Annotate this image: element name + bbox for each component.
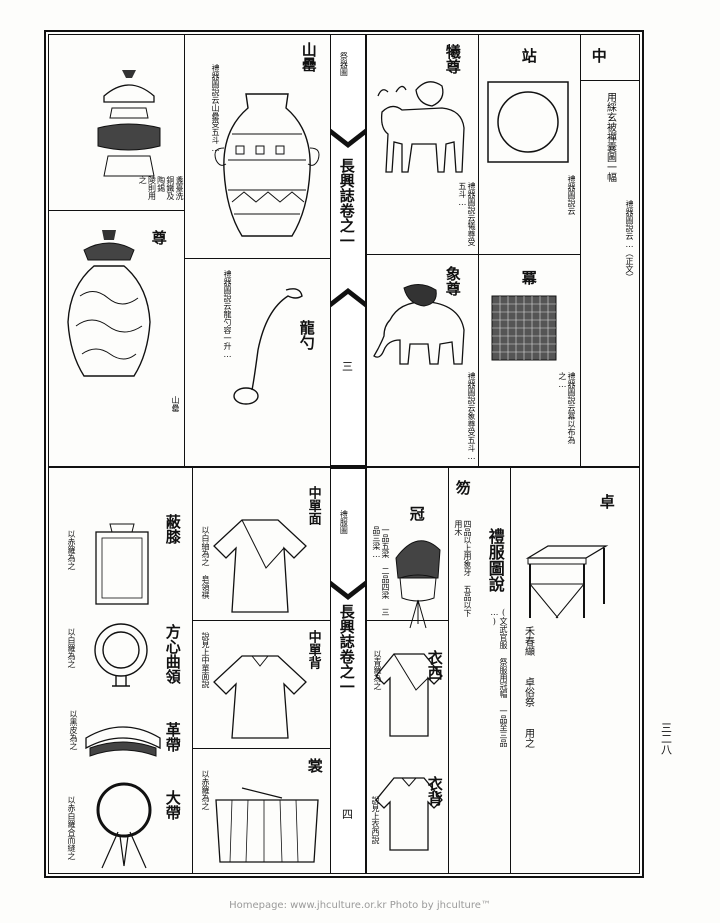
col-line [366, 468, 367, 874]
zun-vase-figure [67, 230, 151, 377]
mi-cloth-figure [491, 295, 557, 361]
row-line [366, 254, 580, 255]
fold-sub-label: 祭器圖 [339, 52, 349, 76]
zhong-caption: 用綵玄被襌囊圖一幅 [604, 92, 616, 182]
xiangzun-text: 禮器圖說云象尊受五斗… [467, 372, 476, 461]
yibei-text: 說見上衣西說 [371, 796, 380, 844]
col-line [580, 34, 581, 466]
zhan-title: 站 [519, 48, 538, 63]
zun-captions-top: 盞臺洗 銅鐵及陶錫 陵則用之 [54, 176, 184, 206]
fold-title: 長興誌卷之一 [337, 604, 356, 694]
xiangzun-title: 象尊 [443, 266, 462, 296]
bixi-title: 蔽膝 [163, 514, 182, 544]
zun-title: 尊 [149, 230, 168, 245]
zhong-text: 禮器圖說云…（正文） [625, 200, 634, 281]
fish-tail-mark [330, 288, 366, 308]
dadai-text: 以赤白羅合而縫之 [67, 796, 76, 860]
zhongdan-bei-text: 說見上中單面說 [201, 632, 210, 688]
guan-hat-figure [395, 540, 441, 629]
zhuo-caption-b: 卓俗祭 [522, 677, 534, 707]
yibei-robe-figure [375, 777, 443, 851]
shanlei-jar-figure [214, 93, 320, 237]
mi-title: 冪 [519, 270, 538, 285]
zhong-title: 中 [589, 48, 608, 63]
fish-tail-mark [330, 580, 366, 600]
row-line [580, 80, 640, 81]
gedai-title: 革帶 [163, 722, 182, 752]
lid-vessel-figure [97, 70, 161, 177]
zun-caption-a: 盞臺洗 [175, 176, 184, 200]
col-line [192, 468, 193, 874]
shang-title: 裳 [305, 758, 324, 773]
xizun-text: 禮器圖說云犧尊受五斗… [457, 182, 476, 246]
longshao-ladle-figure [233, 288, 303, 405]
dadai-sash-figure [96, 782, 152, 869]
longshao-title: 龍勺 [297, 320, 316, 350]
zun-caption-d: 山罍 [171, 396, 180, 412]
fangxin-collar-figure [94, 623, 148, 687]
col-line [510, 468, 511, 874]
row-line [184, 258, 330, 259]
wu-text: 四品以上用象牙 五品以下用木 [453, 520, 472, 617]
zun-caption-c: 陵則用之 [138, 176, 157, 200]
longshao-text: 禮器圖說云龍勺容一升… [223, 270, 232, 359]
zhongdan-text: 以白紬為之 皂領襈 [201, 526, 210, 599]
zun-captions-bottom: 山罍 [80, 396, 180, 462]
xizun-ox-figure [377, 81, 465, 173]
gedai-text: 以黑皮為之 [69, 710, 78, 750]
zhuo-table-figure [525, 545, 609, 619]
shanlei-text: 禮器圖說云山罍受五斗… [211, 64, 220, 153]
wu-title: 笏 [453, 480, 472, 495]
zhongdan-title: 中單面 [305, 486, 321, 525]
fish-tail-mark [330, 128, 366, 148]
zhan-text: 禮器圖說云 [567, 175, 576, 215]
xiangzun-elephant-figure [373, 284, 465, 365]
yixi-text: 以青羅為之 [373, 650, 382, 690]
fold-column-top [330, 34, 366, 466]
row-line [192, 620, 330, 621]
footer-credit: Homepage: www.jhculture.or.kr Photo by j… [229, 900, 491, 911]
col-line [184, 34, 185, 466]
zhan-circle-figure [487, 81, 569, 163]
shang-skirt-figure [215, 787, 319, 863]
fangxin-text: 以白羅為之 [67, 628, 76, 668]
outer-frame [44, 30, 644, 878]
mi-text: 禮器圖說云冪以布為之… [557, 372, 576, 444]
half-divider [48, 466, 640, 468]
shanlei-title: 山罍 [299, 42, 318, 72]
zhuo-caption-a: 禾春纈 [522, 626, 534, 656]
lifu-text: (文武官服 祭服用冠帽 一品至三品 …) [489, 608, 508, 747]
bixi-text: 以赤羅為之 [67, 530, 76, 570]
shang-text: 以赤羅為之 [201, 770, 210, 810]
row-line [48, 210, 184, 211]
zun-caption-b: 銅鐵及陶錫 [156, 176, 175, 200]
bixi-figure [95, 523, 149, 605]
fangxin-title: 方心曲領 [163, 624, 182, 684]
guan-text: 一品五梁 二品四梁 三品三梁… [371, 526, 390, 616]
lifu-title: 禮服圖說 [485, 528, 505, 592]
col-line [478, 34, 479, 466]
page-number: 三二八 [659, 722, 673, 755]
zhuo-caption-c: 用之 [522, 728, 534, 748]
zhongdan-bei-title: 中單背 [305, 630, 321, 669]
zhongdan-bei-robe-figure [213, 655, 307, 739]
zhuo-captions: 禾春纈 卓俗祭 用之 [522, 626, 534, 748]
gedai-belt-figure [85, 726, 161, 757]
row-line [366, 620, 448, 621]
zhongdan-robe-figure [213, 519, 307, 613]
col-line [366, 34, 367, 466]
yixi-robe-figure [375, 653, 443, 737]
fold-folio: 三 [342, 360, 353, 373]
fold-sub-label: 禮服圖 [339, 510, 349, 534]
guan-title: 冠 [407, 506, 426, 521]
fold-title: 長興誌卷之一 [337, 158, 356, 248]
dadai-title: 大帶 [163, 790, 182, 820]
fold-column-bottom [330, 468, 366, 874]
row-line [192, 748, 330, 749]
fold-folio: 四 [342, 808, 353, 821]
col-line [448, 468, 449, 874]
xizun-title: 犧尊 [443, 44, 462, 74]
zhuo-title: 卓 [597, 494, 616, 509]
